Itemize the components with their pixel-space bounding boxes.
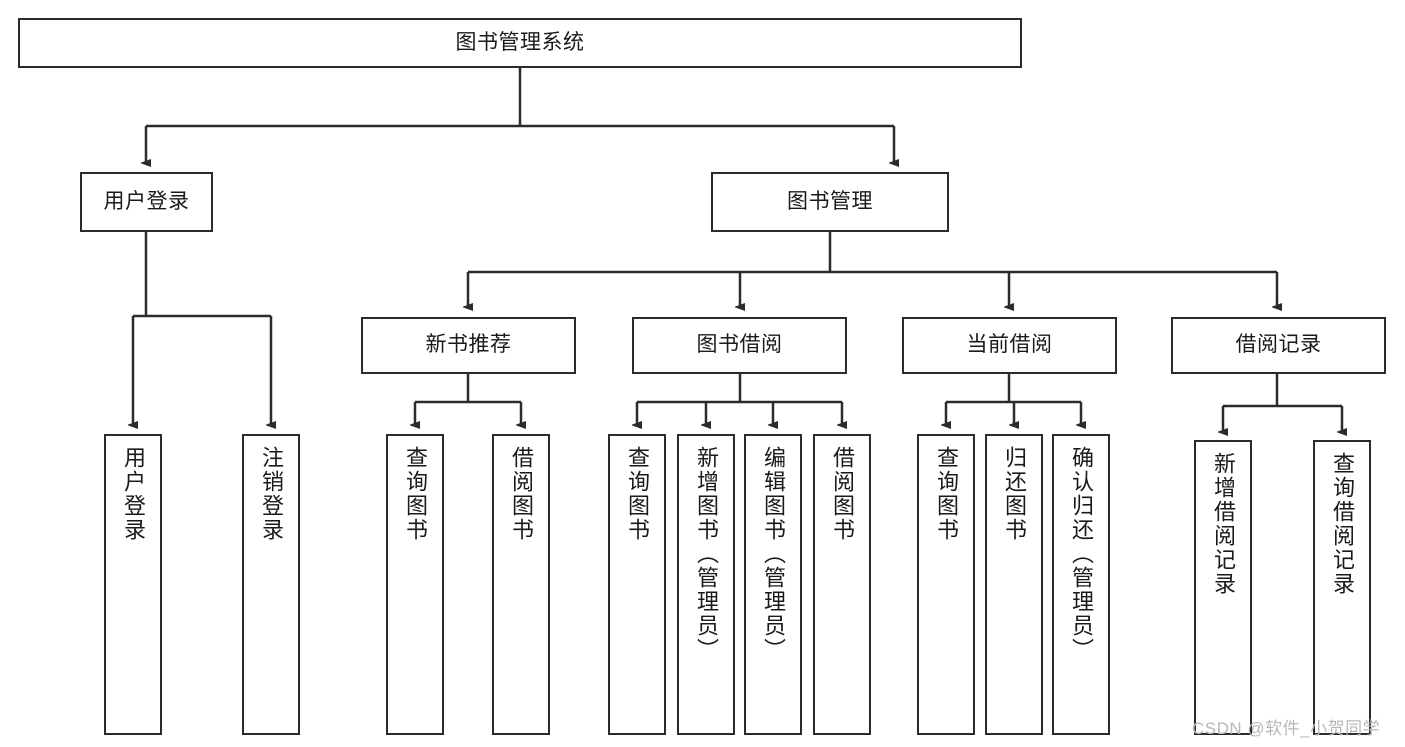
node-label: 借阅记录 xyxy=(1235,333,1322,357)
node-label: 编辑图书（管理员） xyxy=(761,446,786,662)
leaf-records-add-record[interactable]: 新增借阅记录 xyxy=(1194,440,1252,735)
node-label: 借阅图书 xyxy=(509,446,534,542)
leaf-user-login-logout[interactable]: 注销登录 xyxy=(242,434,300,735)
node-book-management[interactable]: 图书管理 xyxy=(711,172,949,232)
node-label: 查询图书 xyxy=(934,446,959,542)
leaf-new-book-query[interactable]: 查询图书 xyxy=(386,434,444,735)
node-label: 用户登录 xyxy=(121,446,146,542)
csdn-watermark: CSDN @软件_小贺同学 xyxy=(1192,719,1381,738)
node-label: 借阅图书 xyxy=(830,446,855,542)
node-label: 图书管理系统 xyxy=(455,30,585,54)
leaf-borrow-query-book[interactable]: 查询图书 xyxy=(608,434,666,735)
node-current-borrow[interactable]: 当前借阅 xyxy=(902,317,1117,374)
node-label: 图书管理 xyxy=(787,189,873,213)
node-label: 新增借阅记录 xyxy=(1211,452,1236,596)
leaf-current-return-book[interactable]: 归还图书 xyxy=(985,434,1043,735)
leaf-user-login-login[interactable]: 用户登录 xyxy=(104,434,162,735)
leaf-new-book-borrow[interactable]: 借阅图书 xyxy=(492,434,550,735)
node-label: 注销登录 xyxy=(259,446,284,542)
node-label: 查询借阅记录 xyxy=(1330,452,1355,596)
leaf-borrow-edit-book-admin[interactable]: 编辑图书（管理员） xyxy=(744,434,802,735)
node-label: 当前借阅 xyxy=(966,333,1053,357)
leaf-borrow-borrow-book[interactable]: 借阅图书 xyxy=(813,434,871,735)
node-new-book-recommend[interactable]: 新书推荐 xyxy=(361,317,576,374)
node-label: 查询图书 xyxy=(625,446,650,542)
node-label: 用户登录 xyxy=(103,189,190,213)
node-book-borrow[interactable]: 图书借阅 xyxy=(632,317,847,374)
node-label: 新书推荐 xyxy=(425,333,512,357)
leaf-current-query-book[interactable]: 查询图书 xyxy=(917,434,975,735)
node-label: 新增图书（管理员） xyxy=(694,446,719,662)
node-label: 图书借阅 xyxy=(696,333,783,357)
node-label: 归还图书 xyxy=(1002,446,1027,542)
leaf-borrow-add-book-admin[interactable]: 新增图书（管理员） xyxy=(677,434,735,735)
node-label: 确认归还（管理员） xyxy=(1069,446,1094,662)
node-borrow-records[interactable]: 借阅记录 xyxy=(1171,317,1386,374)
node-root-system[interactable]: 图书管理系统 xyxy=(18,18,1022,68)
node-label: 查询图书 xyxy=(403,446,428,542)
node-user-login[interactable]: 用户登录 xyxy=(80,172,213,232)
leaf-records-query-record[interactable]: 查询借阅记录 xyxy=(1313,440,1371,735)
leaf-current-confirm-return-admin[interactable]: 确认归还（管理员） xyxy=(1052,434,1110,735)
